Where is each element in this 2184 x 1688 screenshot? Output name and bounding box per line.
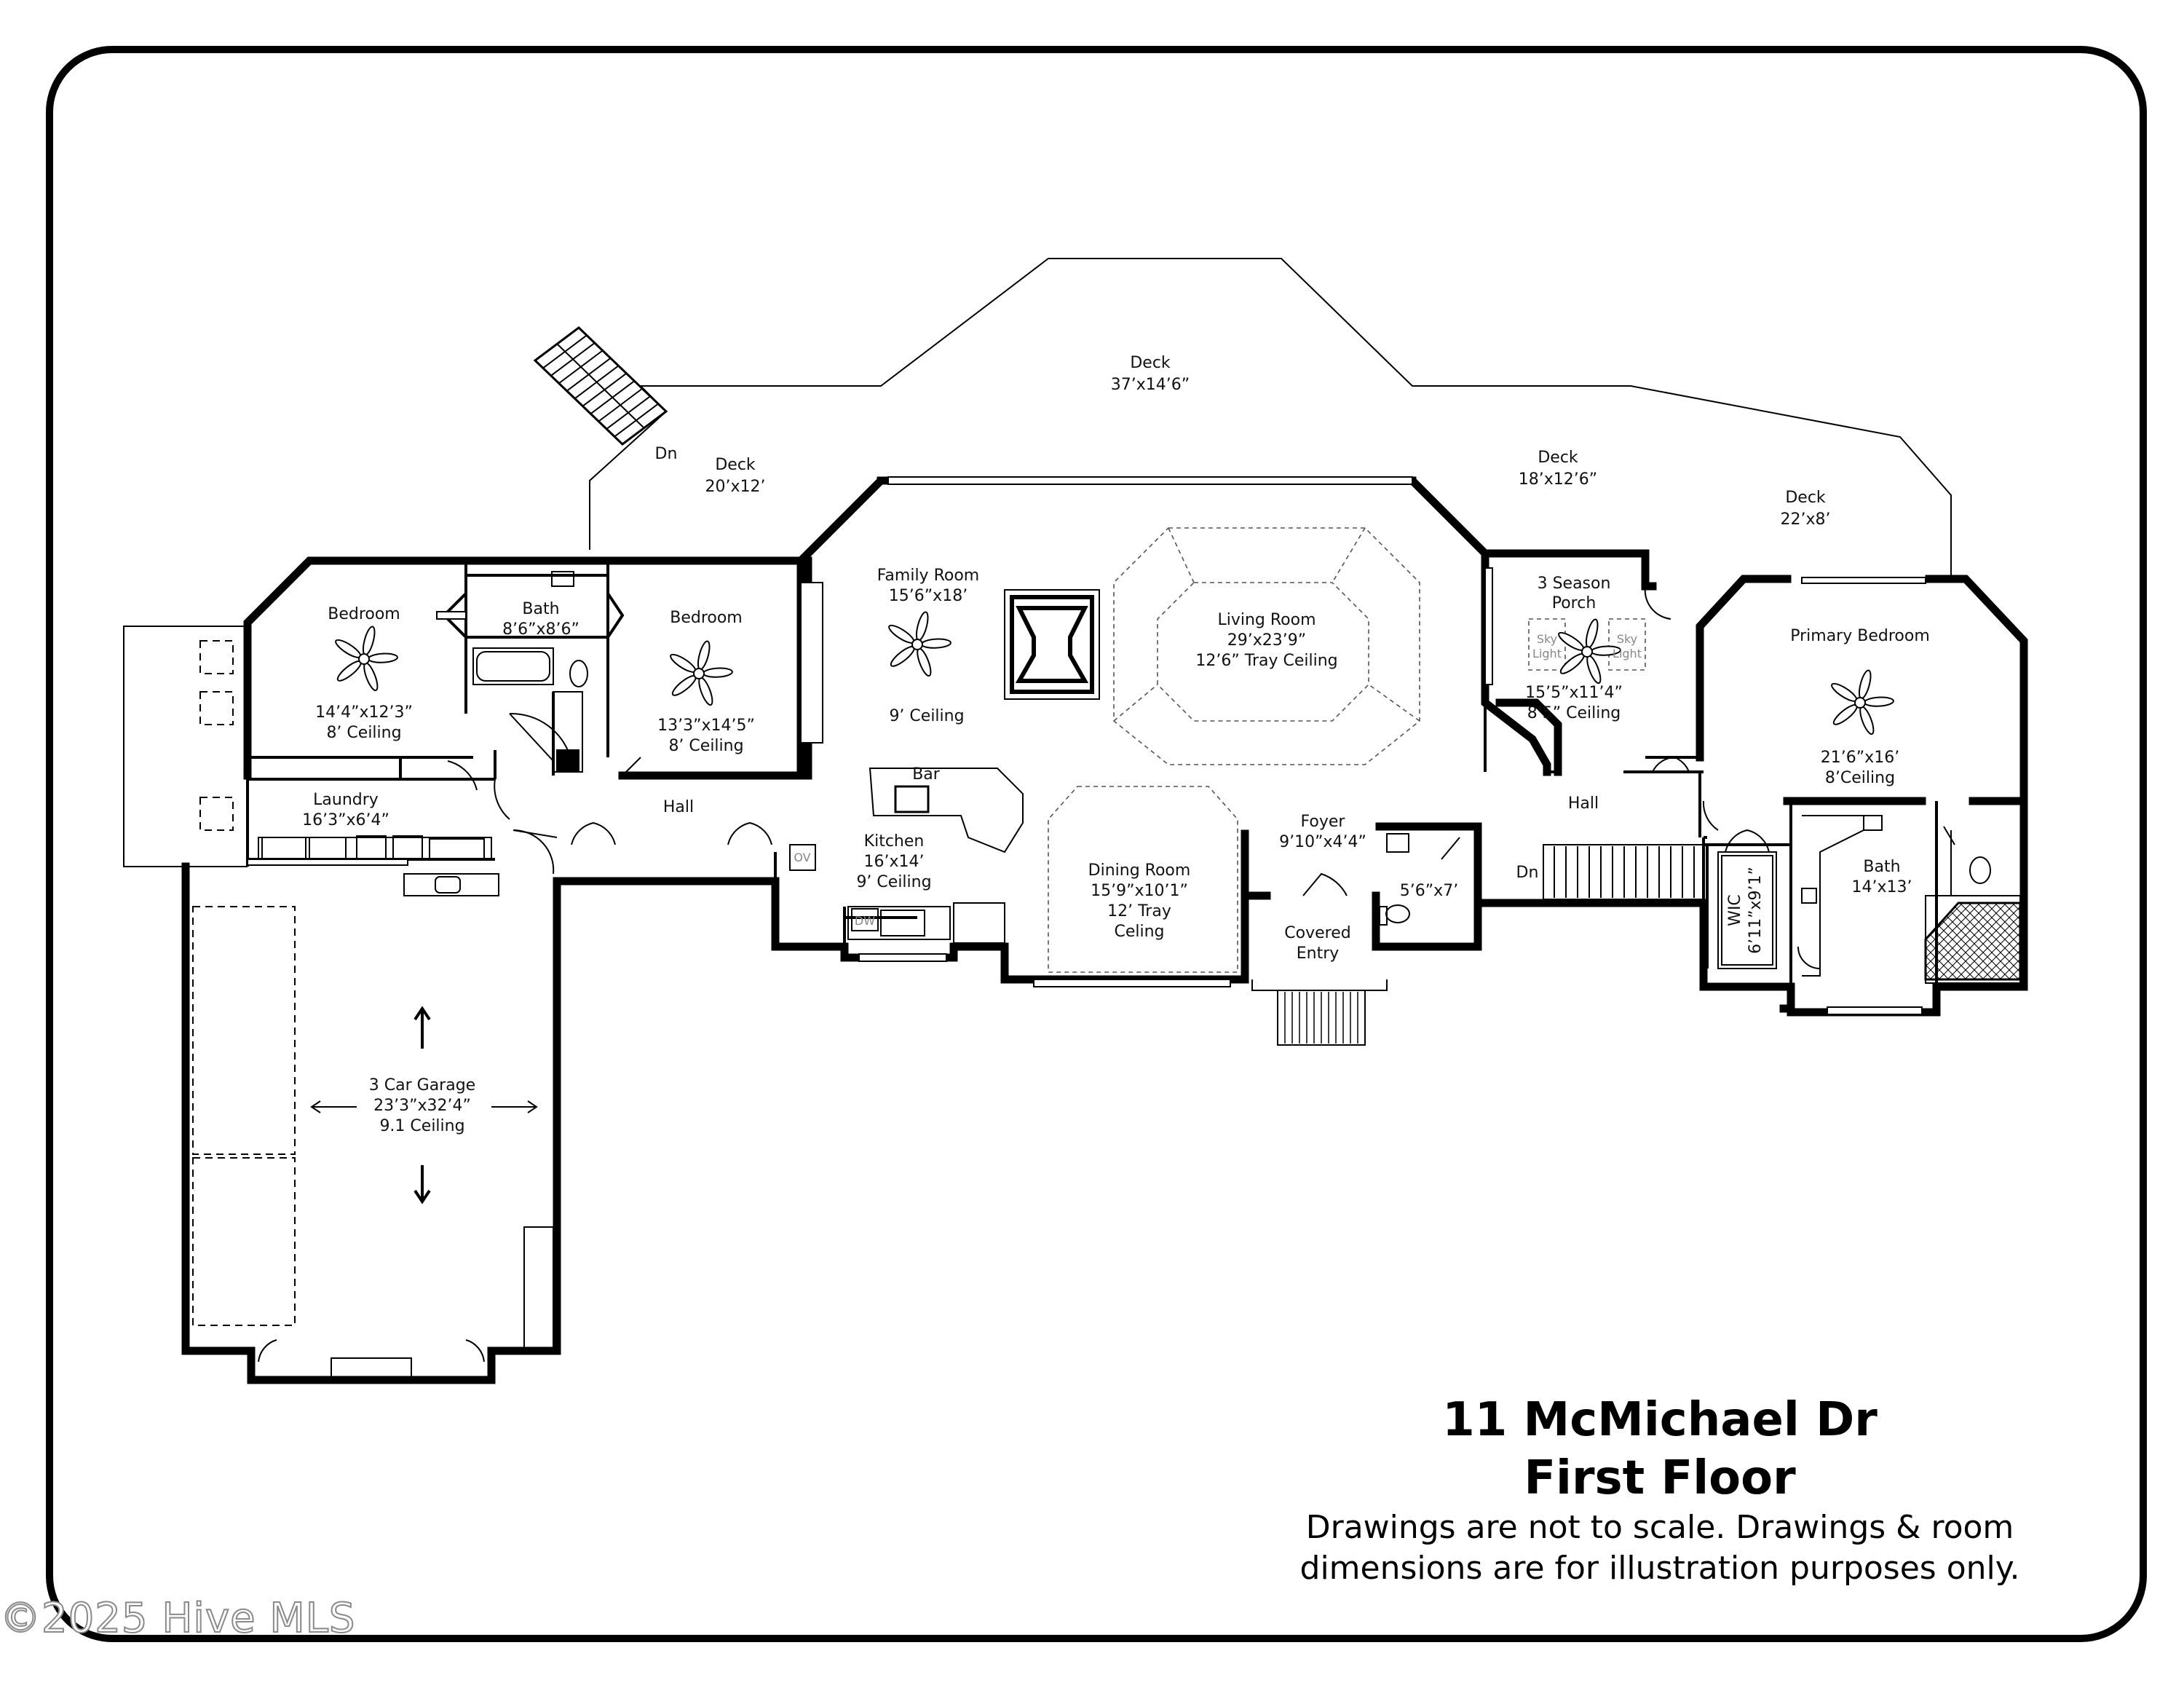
family-room-ceiling: 9’ Ceiling [889, 707, 964, 725]
foyer-dims: 9’10”x4’4” [1279, 833, 1366, 851]
porch-name-2: Porch [1552, 594, 1597, 612]
deck-far-right-dims: 22’x8’ [1781, 510, 1831, 529]
walk-in-closet [1717, 851, 1777, 969]
bath-primary-name: Bath [1863, 858, 1900, 876]
floor-title: First Floor [1524, 1451, 1796, 1505]
deck-stairs [533, 326, 668, 446]
bedroom-left-dims: 14’4”x12’3” [315, 703, 413, 722]
hall-right-name: Hall [1568, 794, 1599, 813]
tray-ceiling-dining [1048, 786, 1238, 973]
doors [258, 585, 1955, 1362]
ceiling-fan-family [888, 611, 951, 677]
primary-bedroom-name: Primary Bedroom [1790, 627, 1930, 645]
kitchen-name: Kitchen [864, 832, 925, 851]
watermark: ©2025 Hive MLS [0, 1594, 356, 1643]
bedroom-left-ceiling: 8’ Ceiling [326, 724, 401, 742]
deck-right-dims: 18’x12’6” [1519, 470, 1597, 489]
covered-entry-2: Entry [1297, 944, 1340, 963]
garage-parking [192, 906, 554, 1381]
stairs-hall [1543, 844, 1704, 900]
laundry-fixtures [258, 835, 499, 896]
hall-right-stairs: Dn [1516, 864, 1539, 882]
dining-room-name: Dining Room [1088, 861, 1191, 880]
wic-dims: 6’11”x9’1” [1746, 867, 1765, 954]
deck-left-dims: 20’x12’ [705, 478, 766, 496]
side-awning [123, 626, 248, 867]
foyer-name: Foyer [1301, 813, 1346, 831]
deck-right-name: Deck [1538, 449, 1578, 467]
bedroom-mid-dims: 13’3”x14’5” [657, 717, 755, 735]
deck-far-right-name: Deck [1785, 489, 1826, 507]
ceiling-fan-primary [1831, 669, 1894, 735]
family-room-dims: 15’6”x18’ [889, 587, 968, 605]
dining-room-dims: 15’9”x10’1” [1091, 882, 1188, 900]
laundry-name: Laundry [313, 791, 379, 809]
kitchen-ceiling: 9’ Ceiling [856, 873, 931, 891]
primary-bedroom-ceiling: 8’Ceiling [1825, 769, 1895, 787]
dining-room-ceiling-1: 12’ Tray [1107, 902, 1171, 920]
primary-bath-fixtures [1801, 815, 2022, 984]
living-room-name: Living Room [1217, 611, 1315, 629]
bar-name: Bar [912, 765, 941, 784]
bath-primary-dims: 14’x13’ [1852, 878, 1912, 896]
bath-upper-dims: 8’6”x8’6” [502, 620, 579, 639]
entry-steps [1251, 979, 1388, 1046]
family-room-name: Family Room [877, 567, 979, 585]
bedroom-left-name: Bedroom [328, 605, 400, 623]
deck-main-dims: 37’x14’6” [1111, 376, 1190, 394]
room-labels: Deck 37’x14’6” Deck 20’x12’ Dn Deck 18’x… [302, 354, 1930, 1135]
deck-stairs-label: Dn [655, 445, 678, 463]
ceiling-fan-porch [1558, 618, 1621, 685]
bar-counter [869, 768, 1024, 853]
bedroom-mid-name: Bedroom [670, 609, 743, 627]
half-bath-dims: 5’6”x7’ [1400, 882, 1458, 900]
tray-ceiling-living [1113, 527, 1420, 765]
skylight-2-a: Sky [1617, 632, 1637, 646]
fireplace [1004, 589, 1100, 700]
disclaimer-line-2: dimensions are for illustration purposes… [1299, 1550, 2020, 1587]
dining-room-ceiling-2: Celing [1114, 923, 1164, 941]
oven-label: OV [794, 851, 810, 864]
bedroom-mid-ceiling: 8’ Ceiling [668, 737, 743, 755]
primary-bedroom-dims: 21’6”x16’ [1821, 749, 1899, 767]
hall-left-name: Hall [663, 798, 694, 816]
wic-name: WIC [1726, 894, 1744, 926]
porch-name-1: 3 Season [1538, 575, 1611, 593]
page-frame [46, 46, 2147, 1642]
skylight-1-a: Sky [1537, 632, 1557, 646]
skylight-2-b: Light [1613, 647, 1642, 660]
deck-left-name: Deck [715, 456, 756, 474]
deck-outline [589, 258, 1952, 575]
laundry-dims: 16’3”x6’4” [302, 811, 389, 829]
porch-dims: 15’5”x11’4” [1525, 684, 1623, 702]
address-title: 11 McMichael Dr [1442, 1393, 1878, 1447]
garage-name: 3 Car Garage [369, 1076, 475, 1095]
deck-main-name: Deck [1130, 354, 1171, 372]
ceiling-fan-bedroom-left [335, 626, 398, 692]
kitchen-dims: 16’x14’ [864, 853, 925, 871]
living-room-ceiling: 12’6” Tray Ceiling [1195, 652, 1337, 670]
disclaimer-line-1: Drawings are not to scale. Drawings & ro… [1305, 1509, 2014, 1546]
porch-features [1484, 567, 1646, 776]
kitchen-counters [789, 844, 1005, 944]
living-room-dims: 29’x23’9” [1227, 631, 1306, 650]
dishwasher-label: DW [855, 914, 875, 928]
bath-upper-name: Bath [522, 600, 559, 618]
porch-ceiling: 8’5” Ceiling [1527, 704, 1621, 722]
garage-dims: 23’3”x32’4” [373, 1097, 471, 1115]
skylight-1-b: Light [1532, 647, 1562, 660]
covered-entry-1: Covered [1284, 924, 1350, 942]
garage-ceiling: 9.1 Ceiling [379, 1117, 464, 1135]
ceiling-fan-bedroom-mid [670, 640, 733, 706]
title-block: 11 McMichael Dr First Floor Drawings are… [1165, 1391, 2155, 1589]
half-bath-fixtures [1379, 833, 1410, 926]
